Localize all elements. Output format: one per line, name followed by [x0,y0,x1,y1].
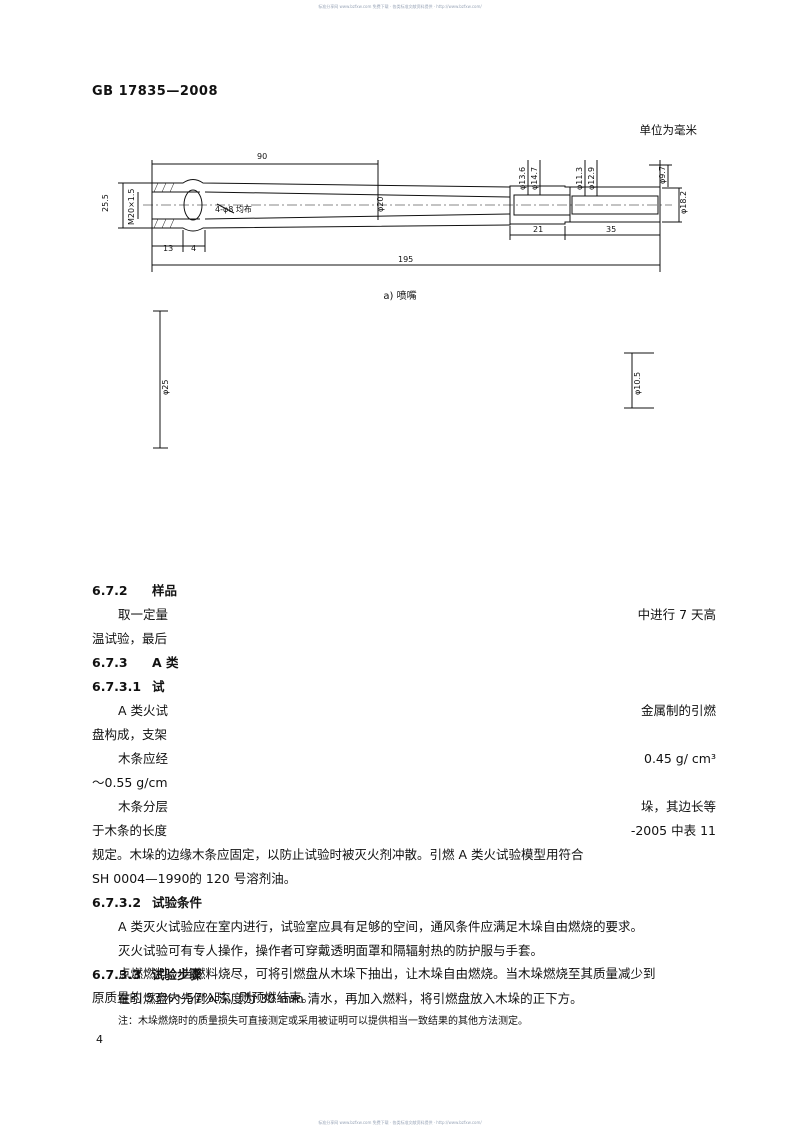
dim-13: 13 [163,244,173,253]
note: 注：木垛燃烧时的质量损失可直接测定或采用被证明可以提供相当一致结果的其他方法测定… [118,1016,528,1027]
paragraph-line: -2005 中表 11 [630,823,716,838]
paragraph-line: 于木条的长度 [92,823,168,838]
dim-35: 35 [606,225,616,234]
paragraph-line: 木条分层 [118,799,169,814]
paragraph-line: 在引燃盘内先倒入深度为 30 mm 清水，再加入燃料，将引燃盘放入木垛的正下方。 [118,991,583,1006]
figure-caption: a) 喷嘴 [383,291,417,302]
paragraph-line: 原质量的 53%～57%时，则预燃结束。 [92,990,315,1005]
dim-phi25: φ25 [161,380,170,395]
paragraph-line: 规定。木垛的边缘木条应固定，以防止试验时被灭火剂冲散。引燃 A 类火试验模型用符… [92,847,584,862]
watermark-bottom: 标准分享网 www.bzfxw.com 免费下载 · 各类标准文献资料提供 · … [318,1120,482,1125]
paragraph-line: 点燃燃料，当燃料烧尽，可将引燃盘从木垛下抽出，让木垛自由燃烧。当木垛燃烧至其质量… [118,966,656,981]
dim-phi12-9: φ12.9 [587,167,596,190]
paragraph-line: SH 0004—1990的 120 号溶剂油。 [92,871,297,886]
watermark-top: 标准分享网 www.bzfxw.com 免费下载 · 各类标准文献资料提供 · … [318,4,482,9]
dim-phi9-7: φ9.7 [658,166,667,184]
page-number: 4 [96,1033,103,1046]
dim-21: 21 [533,225,543,234]
nozzle-drawing: 90 25.5 M20×1.5 4-φ8 均布 φ20 φ13.6 φ14.7 … [101,152,688,449]
dim-4: 4 [191,244,196,253]
dim-phi14-7: φ14.7 [530,167,539,190]
paragraph-line: 垛，其边长等 [640,799,716,814]
paragraph-line: 灭火试验可有专人操作，操作者可穿戴透明面罩和隔辐射热的防护服与手套。 [118,943,544,958]
dim-195: 195 [398,255,413,264]
dim-phi13-6: φ13.6 [518,167,527,190]
unit-label: 单位为毫米 [639,123,698,137]
dim-phi10-5: φ10.5 [633,372,642,395]
standard-number: GB 17835—2008 [92,84,219,99]
paragraph-line: 木条应经 [118,751,169,766]
dim-phi18-2: φ18.2 [679,191,688,214]
dim-m20: M20×1.5 [127,188,136,225]
paragraph-line: 取一定量 [118,607,169,622]
dim-phi11-3: φ11.3 [575,167,584,190]
paragraph-line: 金属制的引燃 [640,703,716,718]
dim-holes: 4-φ8 均布 [215,204,252,214]
dim-25-5: 25.5 [101,194,110,212]
dim-phi20: φ20 [376,197,385,212]
paragraph-line: 0.45 g/ cm³ [644,751,716,766]
paragraph-line: A 类灭火试验应在室内进行，试验室应具有足够的空间，通风条件应满足木垛自由燃烧的… [118,919,644,934]
paragraph-line: 温试验，最后 [92,631,168,646]
dim-90: 90 [257,152,267,161]
paragraph-line: 盘构成，支架 [92,727,168,742]
paragraph-line: 中进行 7 天高 [637,607,716,622]
paragraph-line: A 类火试 [118,703,169,718]
paragraph-line: ～0.55 g/cm [92,775,168,790]
